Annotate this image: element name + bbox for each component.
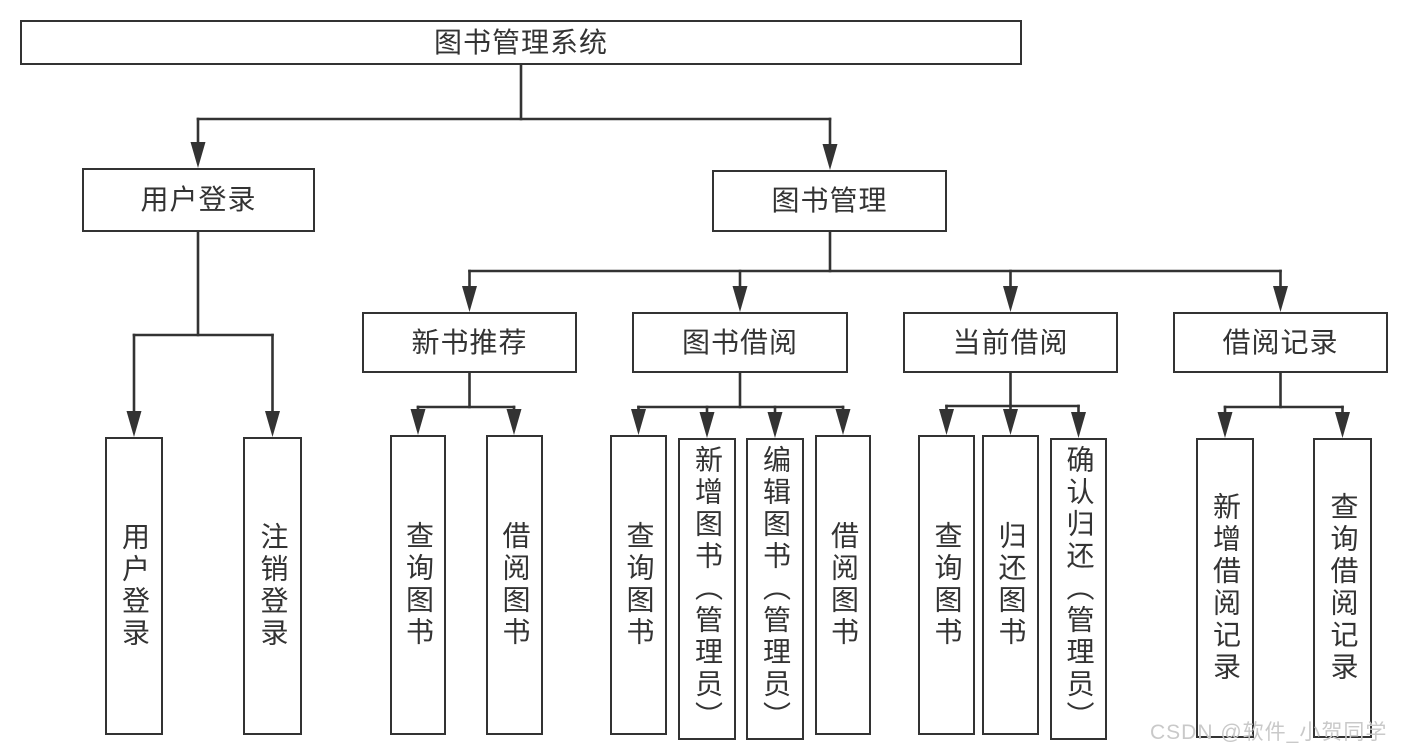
node-new-book-recommend: 新书推荐 (362, 312, 577, 373)
node-user-login-leaf: 用户登录 (105, 437, 163, 735)
node-user-login: 用户登录 (82, 168, 315, 232)
node-book-management: 图书管理 (712, 170, 947, 232)
connector-new-book-recommend-children (410, 371, 522, 435)
connector-book-borrow-children (631, 371, 851, 438)
node-query-books-current: 查询图书 (918, 435, 975, 735)
node-confirm-return-admin: 确认归还（管理员） (1050, 438, 1107, 740)
node-query-borrow-record: 查询借阅记录 (1313, 438, 1372, 738)
node-borrow-books-leaf: 借阅图书 (815, 435, 871, 735)
connector-root-to-level2 (190, 63, 838, 170)
node-add-borrow-record: 新增借阅记录 (1196, 438, 1254, 738)
connector-current-borrow-children (939, 371, 1086, 438)
node-borrow-records: 借阅记录 (1173, 312, 1388, 373)
node-library-management-system: 图书管理系统 (20, 20, 1022, 65)
node-edit-book-admin: 编辑图书（管理员） (746, 438, 804, 740)
node-current-borrow: 当前借阅 (903, 312, 1118, 373)
connector-user-login-children (126, 230, 280, 437)
connector-borrow-records-children (1217, 371, 1350, 438)
node-return-book: 归还图书 (982, 435, 1039, 735)
node-add-book-admin: 新增图书（管理员） (678, 438, 736, 740)
node-logout: 注销登录 (243, 437, 302, 735)
node-borrow-books-recommend: 借阅图书 (486, 435, 543, 735)
connector-book-management-children (462, 230, 1288, 312)
node-query-books-borrow: 查询图书 (610, 435, 667, 735)
node-query-books-recommend: 查询图书 (390, 435, 446, 735)
node-book-borrow: 图书借阅 (632, 312, 848, 373)
watermark: CSDN @软件_小贺同学 (1150, 721, 1388, 744)
